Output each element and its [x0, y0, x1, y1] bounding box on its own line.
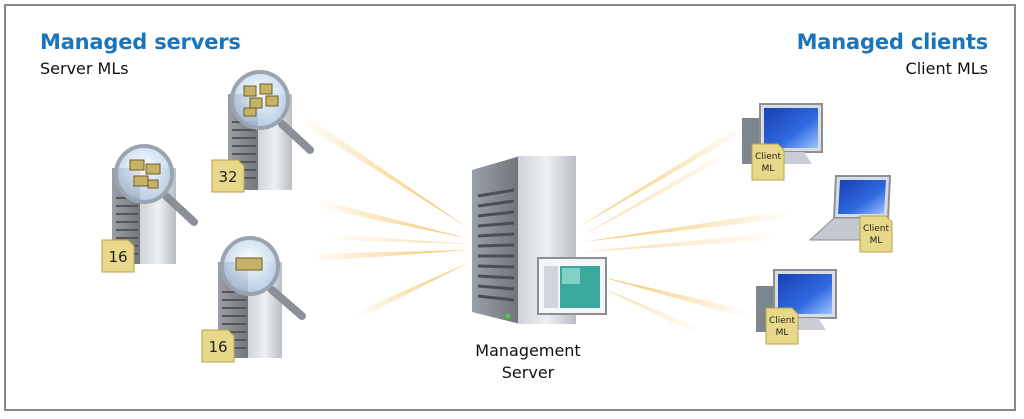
- client-ml-label-top-line1: Client: [755, 152, 782, 162]
- managed-clients-title: Managed clients: [796, 30, 989, 54]
- client-ml-badge-bottom: Client ML: [765, 307, 799, 345]
- client-ml-label-bottom-line2: ML: [776, 328, 789, 338]
- server-ml-count-bottom: 16: [208, 338, 227, 356]
- connection-rays: [300, 116, 790, 334]
- client-ml-label-middle-line1: Client: [863, 224, 890, 234]
- management-server-caption-line2: Server: [501, 363, 555, 382]
- client-ml-badge-middle: Client ML: [859, 215, 893, 253]
- management-server-caption: Management Server: [458, 340, 598, 384]
- management-server: [472, 156, 607, 324]
- client-mls-subtitle: Client MLs: [905, 59, 988, 78]
- client-ml-label-bottom-line1: Client: [769, 316, 796, 326]
- managed-servers-title: Managed servers: [40, 30, 241, 54]
- server-ml-badge-top: 32: [211, 159, 245, 193]
- server-ml-count-left: 16: [108, 248, 127, 266]
- managed-server-top: [228, 70, 314, 190]
- server-ml-badge-left: 16: [101, 239, 135, 273]
- client-laptop: [808, 175, 892, 241]
- management-server-caption-line1: Management: [475, 341, 581, 360]
- server-ml-badge-bottom: 16: [201, 329, 235, 363]
- client-ml-label-middle-line2: ML: [870, 236, 883, 246]
- server-ml-count-top: 32: [218, 168, 237, 186]
- client-desktop-bottom: [756, 269, 837, 332]
- server-mls-subtitle: Server MLs: [40, 59, 129, 78]
- client-ml-badge-top: Client ML: [751, 143, 785, 181]
- client-ml-label-top-line2: ML: [762, 164, 775, 174]
